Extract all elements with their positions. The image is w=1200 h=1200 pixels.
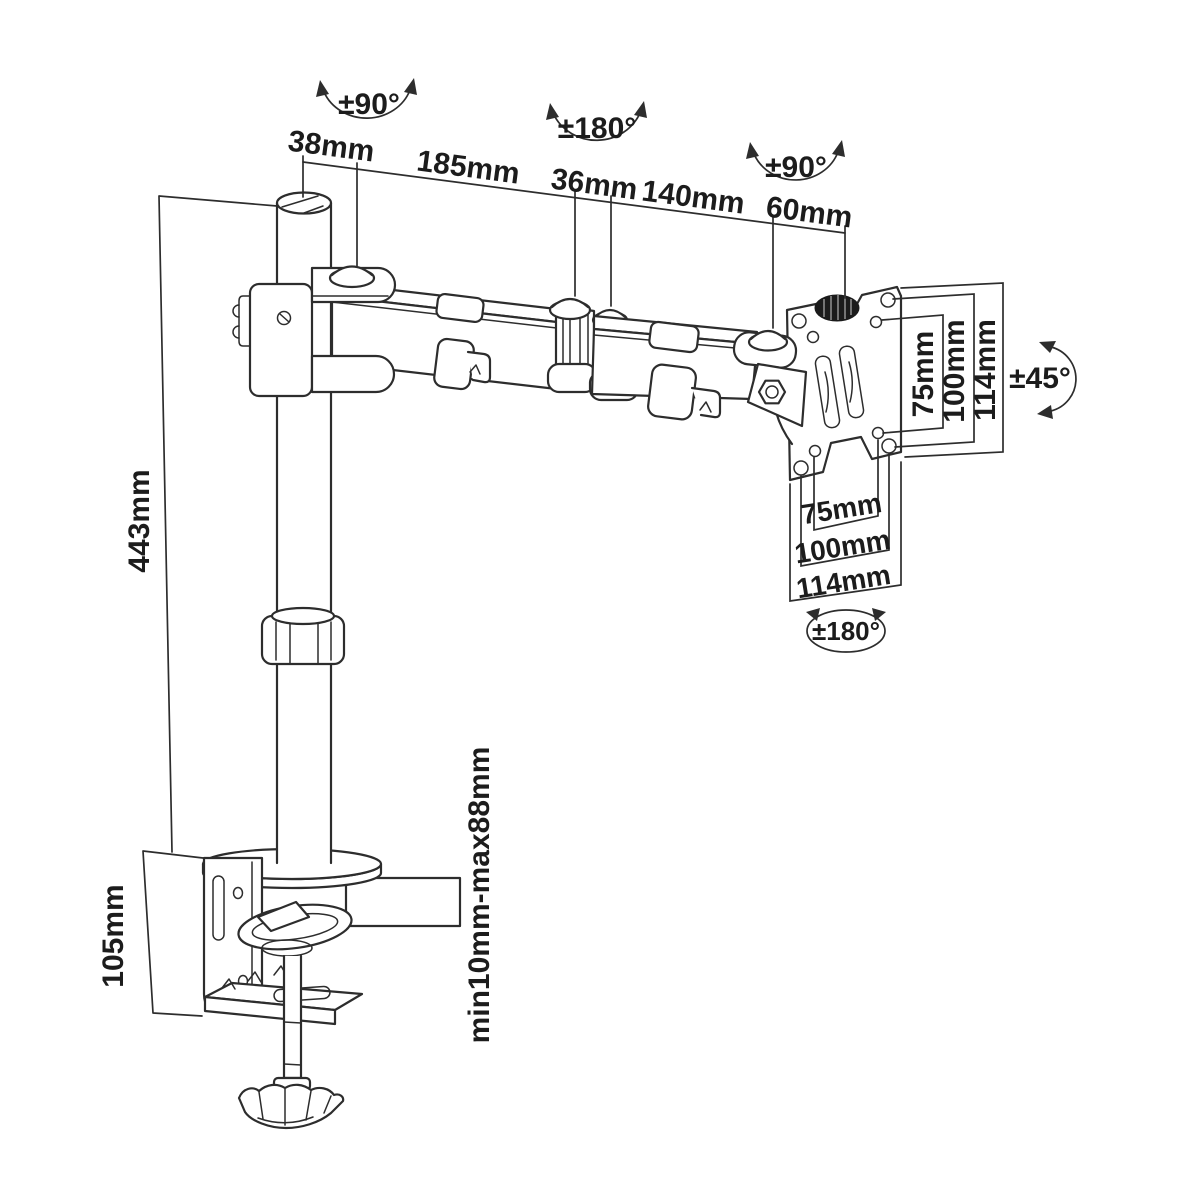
clamp-screw (237, 954, 345, 1130)
clamp-height-label: 105mm (97, 884, 130, 987)
dome-screw-elbow-2 (593, 308, 627, 319)
vesa-hole-outer-bl (793, 460, 809, 476)
desk-thickness-label: min10mm-max88mm (463, 747, 496, 1044)
vesa-v75-label: 75mm (907, 331, 940, 418)
tilt-arc: ±45° (1009, 341, 1077, 419)
vesa-hole-inner-tr (869, 315, 883, 329)
clamp-lever (237, 900, 353, 957)
head-swivel-label: ±90° (765, 151, 827, 184)
head-swivel-arc: ±90° (746, 140, 845, 184)
cable-clip-2 (647, 320, 722, 421)
vesa-hole-inner-bl (808, 444, 822, 458)
vesa-slot-right (838, 345, 865, 419)
dim-60mm-label: 60mm (764, 191, 854, 235)
dome-screw-pole (330, 265, 374, 277)
pole-swivel-arc: ±90° (316, 78, 417, 121)
vesa-hole-outer-br (881, 438, 897, 454)
tilt-label: ±45° (1009, 362, 1071, 395)
pole-height-dim: 443mm (123, 195, 278, 853)
screen-rotation-label: ±180° (812, 616, 880, 646)
vesa-hole-outer-tl (791, 313, 807, 329)
hinge-lug-bottom (310, 354, 396, 394)
vesa-h75-label: 75mm (799, 487, 884, 530)
head-joint (732, 329, 808, 446)
dim-36mm-label: 36mm (549, 163, 639, 207)
dim-185mm-label: 185mm (415, 144, 522, 190)
vesa-hole-outer-tr (880, 292, 896, 308)
elbow-swivel-arc: ±180° (546, 101, 647, 145)
pole-arm-bracket (232, 265, 397, 398)
screen-rotation-ellipse: ±180° (806, 608, 886, 653)
vesa-v114-label: 114mm (969, 319, 1002, 421)
pole-collar (260, 606, 346, 666)
star-knob (237, 1083, 345, 1130)
dome-screw-elbow-1 (550, 297, 590, 309)
dim-140mm-label: 140mm (640, 174, 747, 220)
vesa-hole-inner-tl (806, 330, 820, 344)
vesa-v100-label: 100mm (938, 319, 971, 422)
vesa-plate (785, 285, 903, 482)
pole-height-label: 443mm (123, 469, 156, 572)
dome-screw-head (749, 329, 787, 341)
desk-panel (344, 876, 462, 928)
desk-clamp (202, 856, 364, 1130)
clamp-height-dim: 105mm (97, 850, 204, 1017)
cable-clip-1 (433, 292, 492, 391)
dimension-annotations: 38mm 185mm 36mm 140mm 60mm ±90° ±180° ±9… (97, 78, 1077, 1044)
thumbscrew (814, 294, 860, 322)
dim-38mm-label: 38mm (286, 125, 376, 169)
pole-swivel-label: ±90° (338, 88, 400, 121)
vesa-slot-left (814, 355, 841, 429)
vesa-vertical-dims: 75mm 100mm 114mm (881, 282, 1004, 458)
elbow-swivel-label: ±180° (558, 112, 637, 145)
hex-bolt (757, 379, 787, 405)
pole-top-cap (275, 191, 333, 215)
elbow-joint (546, 297, 640, 402)
